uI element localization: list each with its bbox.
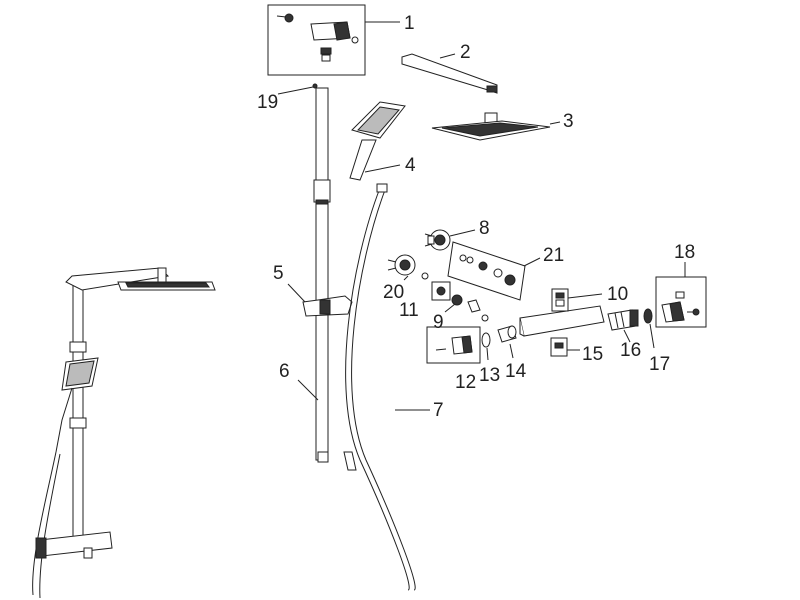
part-valve-body [519, 305, 605, 337]
part-21-fixing-kit [447, 241, 541, 301]
callout-20: 20 [383, 282, 404, 303]
part-18-temperature-handle [655, 262, 707, 328]
part-9-olive [444, 294, 489, 322]
part-5-slider [287, 283, 353, 317]
callout-9: 9 [433, 312, 444, 333]
part-3-overhead-head [431, 112, 561, 141]
callout-21: 21 [543, 245, 564, 266]
part-13-washer [481, 332, 491, 361]
callout-18: 18 [674, 242, 695, 263]
part-2-shower-arm [401, 53, 498, 94]
part-14-adapter [497, 325, 517, 359]
callout-11: 11 [399, 300, 419, 321]
part-20-inlet-elbow [387, 254, 416, 281]
callout-labels: 1 2 3 4 5 6 7 8 9 10 11 12 13 14 15 16 1… [257, 13, 695, 421]
callout-16: 16 [620, 340, 641, 361]
callout-1: 1 [404, 13, 415, 34]
part-12-handle [426, 326, 481, 364]
callout-17: 17 [649, 354, 670, 375]
callout-14: 14 [505, 361, 527, 382]
part-10-cartridge-stop [551, 288, 603, 312]
assembled-shower-illustration [32, 267, 216, 599]
part-16-cartridge [607, 309, 639, 343]
callout-4: 4 [405, 155, 416, 176]
callout-3: 3 [563, 111, 574, 132]
callout-2: 2 [460, 42, 471, 63]
callout-6: 6 [279, 361, 290, 382]
callout-8: 8 [479, 218, 490, 239]
part-17-ring [643, 308, 655, 349]
part-7-hose [343, 183, 430, 591]
callout-15: 15 [582, 344, 603, 365]
part-1-top-bracket [267, 4, 400, 76]
callout-19: 19 [257, 92, 278, 113]
part-15-cartridge-stop [550, 337, 580, 357]
part-6-riser-rail [297, 87, 331, 463]
part-19-grub-screw [277, 83, 318, 95]
part-4-handset [349, 101, 406, 181]
part-8-inlet-elbow [424, 229, 476, 251]
part-11-nut [421, 272, 451, 301]
callout-12: 12 [455, 372, 476, 393]
callout-7: 7 [433, 400, 444, 421]
callout-10: 10 [607, 284, 628, 305]
callout-5: 5 [273, 263, 284, 284]
callout-13: 13 [479, 365, 500, 386]
